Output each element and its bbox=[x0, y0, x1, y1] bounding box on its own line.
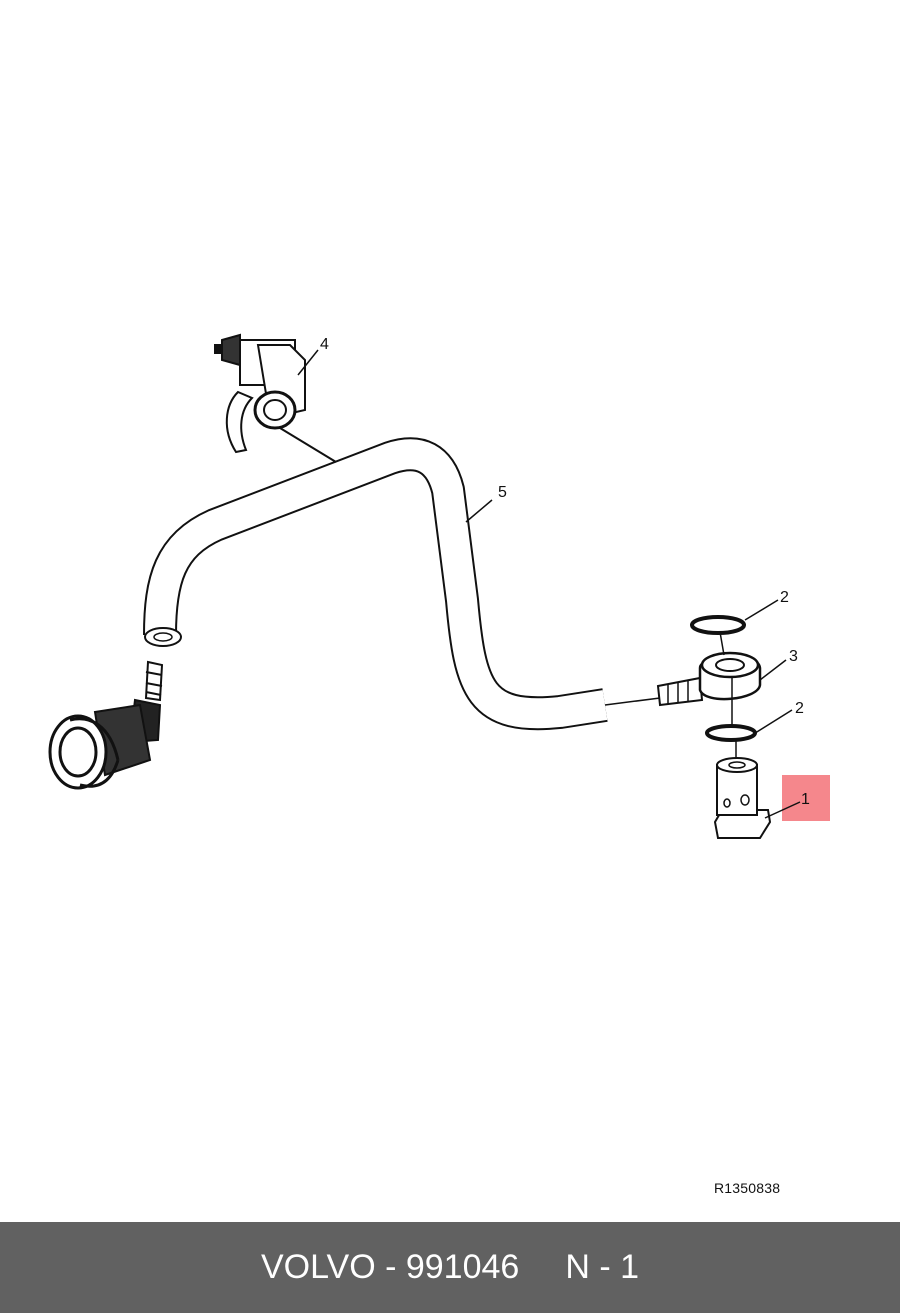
clip-part-4 bbox=[214, 333, 337, 463]
callout-1: 1 bbox=[801, 791, 810, 808]
quantity-label: N - 1 bbox=[565, 1248, 639, 1286]
seal-ring-lower bbox=[705, 724, 757, 742]
parts-diagram: 4 5 2 3 2 1 bbox=[48, 333, 830, 839]
callout-2-upper: 2 bbox=[780, 589, 789, 606]
leader-lines bbox=[297, 349, 801, 819]
callout-5: 5 bbox=[498, 484, 507, 501]
hose-part-5 bbox=[143, 437, 608, 731]
callout-3: 3 bbox=[789, 648, 798, 665]
banjo-fitting-part-3 bbox=[604, 651, 762, 707]
banjo-bolt-part-1 bbox=[713, 757, 772, 839]
reference-code: R1350838 bbox=[714, 1180, 781, 1196]
highlight-box bbox=[782, 775, 830, 821]
seal-ring-upper bbox=[690, 615, 746, 635]
footer-bar: VOLVO - 991046 N - 1 bbox=[0, 1222, 900, 1313]
quick-connector bbox=[48, 660, 164, 790]
assembly-line bbox=[719, 631, 737, 760]
callout-2-lower: 2 bbox=[795, 700, 804, 717]
callout-4: 4 bbox=[320, 336, 329, 353]
brand-part-number: VOLVO - 991046 bbox=[261, 1248, 520, 1286]
